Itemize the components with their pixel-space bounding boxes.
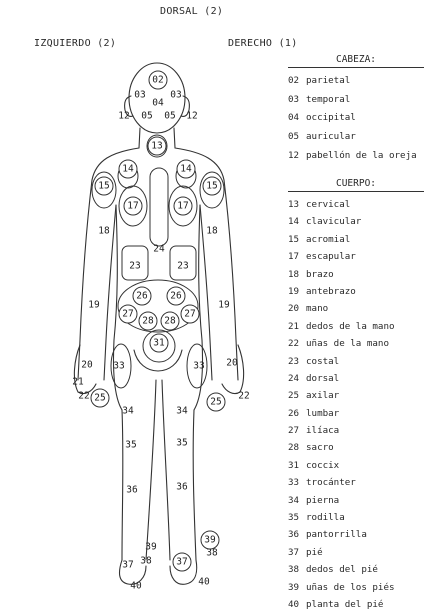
region-number-label: 14 bbox=[122, 164, 134, 175]
region-number-label: 02 bbox=[152, 75, 163, 86]
head-legend-list: 02parietal 03temporal 04occipital 05auri… bbox=[288, 72, 424, 165]
region-number-label: 12 bbox=[186, 111, 197, 122]
region-number-label: 21 bbox=[72, 377, 84, 388]
body-legend-title: CUERPO: bbox=[288, 178, 424, 192]
region-number-label: 33 bbox=[113, 361, 124, 372]
region-number-label: 05 bbox=[141, 111, 152, 122]
region-number-label: 37 bbox=[122, 560, 133, 571]
region-number-label: 34 bbox=[122, 406, 134, 417]
legend-item: 15acromial bbox=[288, 231, 424, 248]
region-number-label: 38 bbox=[206, 548, 218, 559]
region-number-label: 22 bbox=[238, 391, 249, 402]
head-legend-title: CABEZA: bbox=[288, 54, 424, 68]
region-number-label: 19 bbox=[88, 300, 100, 311]
region-number-label: 28 bbox=[142, 316, 154, 327]
legend-item: 21dedos de la mano bbox=[288, 318, 424, 335]
region-number-label: 38 bbox=[140, 556, 152, 567]
region-number-label: 27 bbox=[122, 309, 133, 320]
region-number-label: 22 bbox=[78, 391, 89, 402]
region-number-label: 17 bbox=[177, 201, 188, 212]
region-number-label: 04 bbox=[152, 98, 164, 109]
region-number-label: 18 bbox=[98, 226, 110, 237]
region-number-label: 20 bbox=[226, 358, 238, 369]
region-number-label: 25 bbox=[94, 393, 105, 404]
region-number-label: 23 bbox=[177, 261, 188, 272]
region-number-label: 31 bbox=[153, 338, 165, 349]
region-number-label: 15 bbox=[98, 181, 109, 192]
region-number-label: 03 bbox=[170, 90, 181, 101]
region-number-label: 37 bbox=[176, 557, 187, 568]
region-number-label: 36 bbox=[126, 485, 138, 496]
region-number-label: 34 bbox=[176, 406, 188, 417]
region-number-label: 18 bbox=[206, 226, 218, 237]
region-number-label: 28 bbox=[164, 316, 176, 327]
region-number-label: 40 bbox=[130, 581, 142, 592]
region-number-label: 33 bbox=[193, 361, 204, 372]
region-number-label: 12 bbox=[118, 111, 129, 122]
region-number-label: 20 bbox=[81, 360, 93, 371]
region-number-label: 14 bbox=[180, 164, 192, 175]
region-number-label: 35 bbox=[125, 440, 136, 451]
region-number-label: 39 bbox=[145, 542, 157, 553]
region-number-label: 35 bbox=[176, 438, 187, 449]
region-number-label: 19 bbox=[218, 300, 230, 311]
region-number-label: 26 bbox=[136, 291, 148, 302]
region-number-label: 24 bbox=[153, 244, 165, 255]
region-number-label: 03 bbox=[134, 90, 145, 101]
region-number-label: 39 bbox=[204, 535, 216, 546]
region-number-label: 27 bbox=[184, 309, 195, 320]
legend-item: 14clavicular bbox=[288, 213, 424, 230]
region-number-label: 26 bbox=[170, 291, 182, 302]
region-number-label: 05 bbox=[164, 111, 175, 122]
region-number-label: 25 bbox=[210, 397, 221, 408]
region-number-label: 36 bbox=[176, 482, 188, 493]
region-number-label: 13 bbox=[151, 141, 162, 152]
region-number-label: 23 bbox=[129, 261, 140, 272]
region-number-label: 15 bbox=[206, 181, 217, 192]
region-number-label: 17 bbox=[127, 201, 138, 212]
region-number-label: 40 bbox=[198, 577, 210, 588]
